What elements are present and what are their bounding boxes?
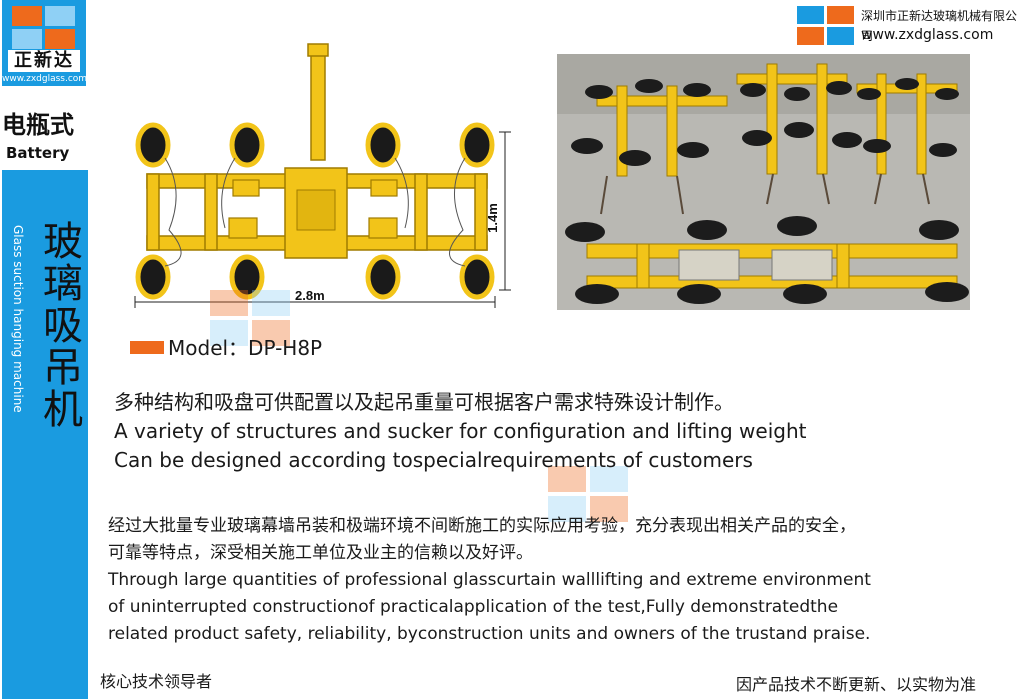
logo-tiles-icon	[12, 6, 76, 50]
details-text: 经过大批量专业玻璃幕墙吊装和极端环境不间断施工的实际应用考验，充分表现出相关产品…	[108, 513, 1013, 648]
watermark-tiles-icon	[210, 290, 300, 350]
brand-tiles-icon	[797, 6, 855, 46]
category-title-en: Battery	[6, 144, 70, 162]
details-zh-line1: 经过大批量专业玻璃幕墙吊装和极端环境不间断施工的实际应用考验，充分表现出相关产品…	[108, 516, 856, 536]
footer-slogan: 核心技术领导者	[100, 672, 213, 691]
intro-en-line2: Can be designed according tospecialrequi…	[114, 448, 753, 472]
details-zh-line2: 可靠等特点，深受相关施工单位及业主的信赖以及好评。	[108, 543, 533, 563]
header-brand: 深圳市正新达玻璃机械有限公司 www.zxdglass.com	[797, 6, 1022, 46]
product-name-en: Glass suction hanging machine	[11, 225, 25, 413]
details-en-line3: related product safety, reliability, byc…	[108, 624, 871, 644]
intro-en-line1: A variety of structures and sucker for c…	[114, 419, 807, 443]
logo-name: 正新达	[8, 50, 80, 72]
model-row: Model：DP-H8P	[130, 335, 430, 361]
category-title-zh: 电瓶式	[2, 111, 74, 139]
model-swatch	[130, 341, 164, 354]
model-label: Model：DP-H8P	[168, 336, 323, 360]
sidebar: 正新达 www.zxdglass.com 电瓶式 Battery Glass s…	[0, 0, 90, 699]
diagram-height-label: 1.4m	[485, 203, 500, 233]
sidebar-logo: 正新达 www.zxdglass.com	[2, 0, 88, 86]
product-name-zh: 玻璃吸吊机	[36, 220, 82, 430]
logo-url: www.zxdglass.com	[2, 74, 88, 84]
diagram-width-label: 2.8m	[295, 288, 325, 303]
details-en-line1: Through large quantities of professional…	[108, 570, 871, 590]
intro-text: 多种结构和吸盘可供配置以及起吊重量可根据客户需求特殊设计制作。 A variet…	[114, 388, 894, 475]
product-name-panel	[2, 170, 88, 699]
lifter-diagram: 2.8m 1.4m	[134, 43, 511, 308]
footer-disclaimer: 因产品技术不断更新、以实物为准	[736, 675, 977, 694]
product-photo	[557, 54, 970, 310]
company-url: www.zxdglass.com	[861, 27, 994, 43]
watermark-tiles-icon	[548, 466, 638, 526]
intro-zh: 多种结构和吸盘可供配置以及起吊重量可根据客户需求特殊设计制作。	[114, 390, 734, 414]
company-name: 深圳市正新达玻璃机械有限公司	[861, 9, 1018, 43]
details-en-line2: of uninterrupted constructionof practica…	[108, 597, 839, 617]
